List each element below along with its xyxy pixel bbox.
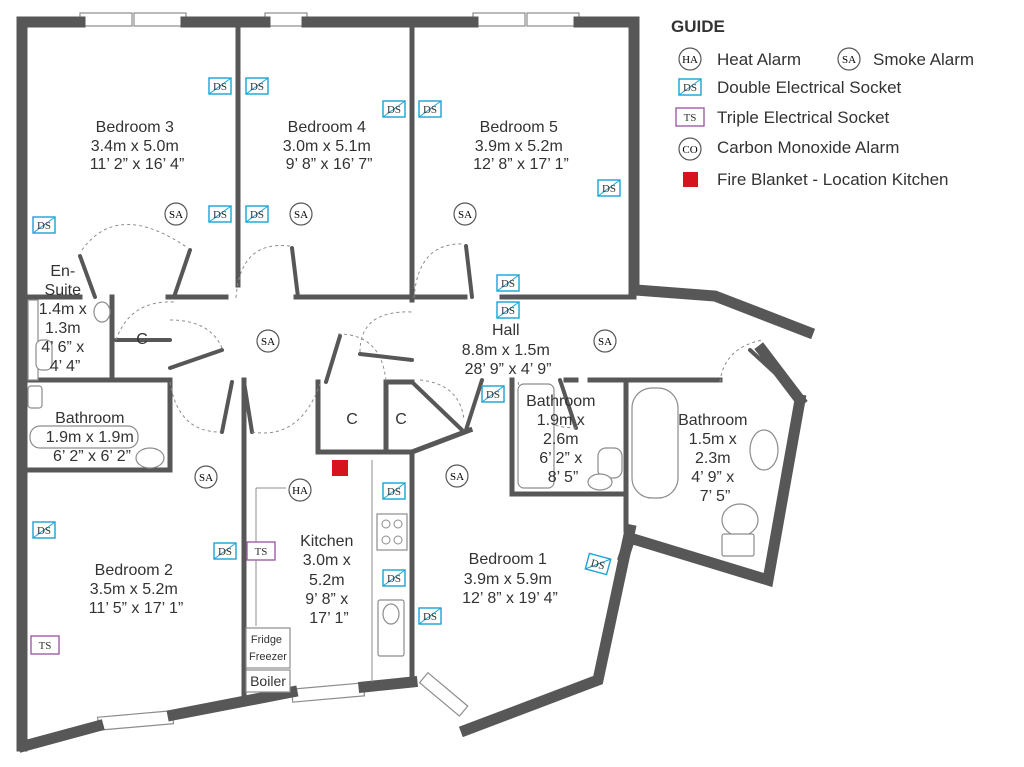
fixtures [27, 299, 779, 693]
triple-socket-icon: TS [30, 635, 60, 655]
boiler-label: Boiler [250, 673, 286, 689]
svg-text:TS: TS [39, 640, 52, 652]
svg-text:DS: DS [423, 104, 437, 116]
legend-smoke-alarm: Smoke Alarm [873, 50, 974, 69]
smoke-alarms: SA SA SA SA SA SA SA [164, 202, 617, 489]
legend-co-alarm: Carbon Monoxide Alarm [717, 138, 899, 157]
svg-text:TS: TS [255, 546, 268, 558]
smoke-alarm-icon: SA [593, 329, 617, 353]
double-socket-icon: DS [496, 274, 520, 292]
svg-text:SA: SA [169, 209, 183, 221]
svg-text:DS: DS [250, 209, 264, 221]
smoke-alarm-icon: SA [453, 202, 477, 226]
bathroom-mid-label: Bathroom 1.9m x 2.6m 6’ 2” x 8’ 5” [526, 393, 600, 486]
smoke-alarm-icon: SA [256, 329, 280, 353]
bedroom4-label: Bedroom 4 3.0m x 5.1m 9’ 8” x 16’ 7” [283, 119, 375, 173]
heat-alarm-icon: HA [678, 47, 702, 71]
fire-blanket-icon [683, 172, 698, 187]
svg-text:DS: DS [213, 81, 227, 93]
double-socket-icon: DS [208, 205, 232, 223]
double-socket-icon: DS [245, 205, 269, 223]
double-socket-icon: DS [678, 78, 702, 96]
bedroom3-label: Bedroom 3 3.4m x 5.0m 11’ 2” x 16’ 4” [90, 119, 185, 173]
svg-text:SA: SA [199, 472, 213, 484]
double-socket-icon: DS [418, 100, 442, 118]
triple-socket-icon: TS [675, 107, 705, 127]
kitchen-label: Kitchen 3.0m x 5.2m 9’ 8” x 17’ 1” [300, 533, 358, 627]
doors [24, 224, 802, 434]
bedroom5-label: Bedroom 5 3.9m x 5.2m 12’ 8” x 17’ 1” [473, 119, 569, 173]
co-alarm-icon: CO [678, 137, 702, 161]
smoke-alarm-icon: SA [837, 47, 861, 71]
double-socket-icon: DS [245, 77, 269, 95]
bedroom1-label: Bedroom 1 3.9m x 5.9m 12’ 8” x 19’ 4” [462, 551, 558, 607]
legend-fire-blanket: Fire Blanket - Location Kitchen [717, 170, 949, 189]
legend-title: GUIDE [671, 17, 725, 36]
svg-text:DS: DS [387, 486, 401, 498]
double-socket-icon: DS [382, 482, 406, 500]
svg-text:SA: SA [842, 54, 856, 66]
svg-text:DS: DS [486, 389, 500, 401]
outer-walls [16, 16, 816, 753]
heat-alarm-icon: HA [288, 478, 312, 502]
svg-text:SA: SA [261, 336, 275, 348]
svg-text:DS: DS [37, 525, 51, 537]
svg-text:DS: DS [423, 611, 437, 623]
cupboard-hall-label: C [346, 411, 358, 428]
fire-blanket-icon [332, 460, 348, 476]
interior-walls [25, 25, 723, 703]
svg-text:SA: SA [450, 471, 464, 483]
svg-text:CO: CO [682, 144, 697, 156]
svg-text:TS: TS [684, 112, 697, 124]
bedroom2-label: Bedroom 2 3.5m x 5.2m 11’ 5” x 17’ 1” [89, 562, 184, 617]
cupboard-ensuite-label: C [136, 331, 148, 348]
hall-label: Hall 8.8m x 1.5m 28’ 9” x 4’ 9” [462, 322, 554, 378]
legend-triple-socket: Triple Electrical Socket [717, 108, 890, 127]
svg-text:SA: SA [598, 336, 612, 348]
double-socket-icon: DS [584, 552, 612, 576]
smoke-alarm-icon: SA [289, 202, 313, 226]
double-socket-icon: DS [597, 179, 621, 197]
svg-text:DS: DS [683, 82, 697, 94]
svg-text:SA: SA [294, 209, 308, 221]
svg-text:DS: DS [501, 278, 515, 290]
ensuite-label: En- Suite 1.4m x 1.3m 4’ 6” x 4’ 4” [39, 263, 91, 375]
double-socket-icon: DS [496, 301, 520, 319]
svg-text:DS: DS [589, 557, 606, 572]
bathroom-left-label: Bathroom 1.9m x 1.9m 6’ 2” x 6’ 2” [46, 410, 138, 465]
smoke-alarm-icon: SA [445, 464, 469, 488]
legend: GUIDE HA Heat Alarm SA Smoke Alarm DS Do… [671, 17, 974, 189]
smoke-alarm-icon: SA [164, 202, 188, 226]
cupboard-small-label: C [395, 411, 407, 428]
svg-text:DS: DS [387, 104, 401, 116]
double-socket-icon: DS [418, 607, 442, 625]
double-socket-icon: DS [208, 77, 232, 95]
triple-sockets: TS TS [30, 541, 276, 655]
svg-text:DS: DS [602, 183, 616, 195]
svg-text:DS: DS [213, 209, 227, 221]
svg-text:DS: DS [387, 573, 401, 585]
double-socket-icon: DS [32, 216, 56, 234]
svg-text:DS: DS [218, 546, 232, 558]
svg-text:DS: DS [37, 220, 51, 232]
svg-text:HA: HA [292, 485, 308, 497]
triple-socket-icon: TS [246, 541, 276, 561]
svg-text:SA: SA [458, 209, 472, 221]
fridge-freezer-label: Fridge Freezer [249, 634, 287, 663]
double-sockets: DS DS DS DS DS DS DS DS DS DS DS DS DS D… [32, 77, 621, 625]
double-socket-icon: DS [32, 521, 56, 539]
smoke-alarm-icon: SA [194, 465, 218, 489]
bathroom-right-label: Bathroom 1.5m x 2.3m 4’ 9” x 7’ 5” [678, 412, 752, 505]
legend-heat-alarm: Heat Alarm [717, 50, 801, 69]
svg-text:HA: HA [682, 54, 698, 66]
svg-text:DS: DS [501, 305, 515, 317]
double-socket-icon: DS [382, 100, 406, 118]
legend-double-socket: Double Electrical Socket [717, 78, 902, 97]
double-socket-icon: DS [213, 542, 237, 560]
svg-text:DS: DS [250, 81, 264, 93]
double-socket-icon: DS [382, 569, 406, 587]
room-labels: Bedroom 3 3.4m x 5.0m 11’ 2” x 16’ 4” Be… [39, 119, 752, 689]
double-socket-icon: DS [481, 385, 505, 403]
